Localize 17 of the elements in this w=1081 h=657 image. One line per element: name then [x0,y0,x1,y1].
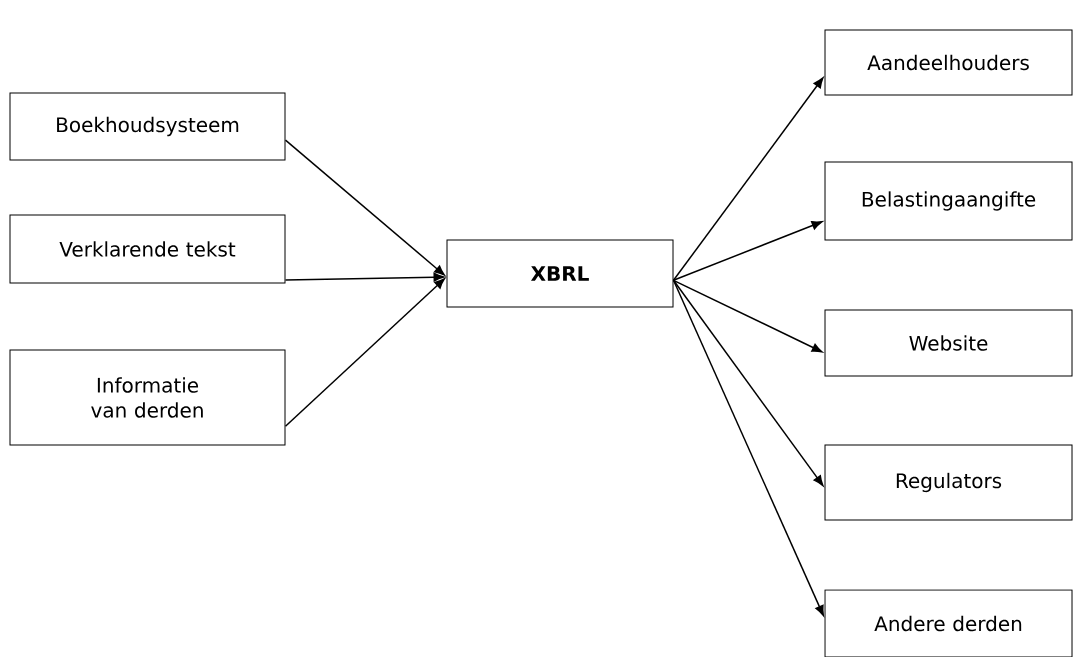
arrow [672,279,824,487]
arrow [284,272,445,282]
arrow [672,279,825,617]
process-box: XBRL [446,239,674,308]
arrow [672,77,824,282]
process-box: Informatie van derden [9,349,286,446]
process-box: Andere derden [824,589,1073,657]
process-box: Website [824,309,1073,377]
process-box: Aandeelhouders [824,29,1073,96]
arrow [284,278,446,428]
arrow [284,139,445,276]
arrow [672,221,823,282]
process-box: Boekhoudsysteem [9,92,286,161]
process-box: Belastingaangifte [824,161,1073,241]
process-box: Verklarende tekst [9,214,286,284]
process-box: Regulators [824,444,1073,521]
arrow [672,279,823,353]
